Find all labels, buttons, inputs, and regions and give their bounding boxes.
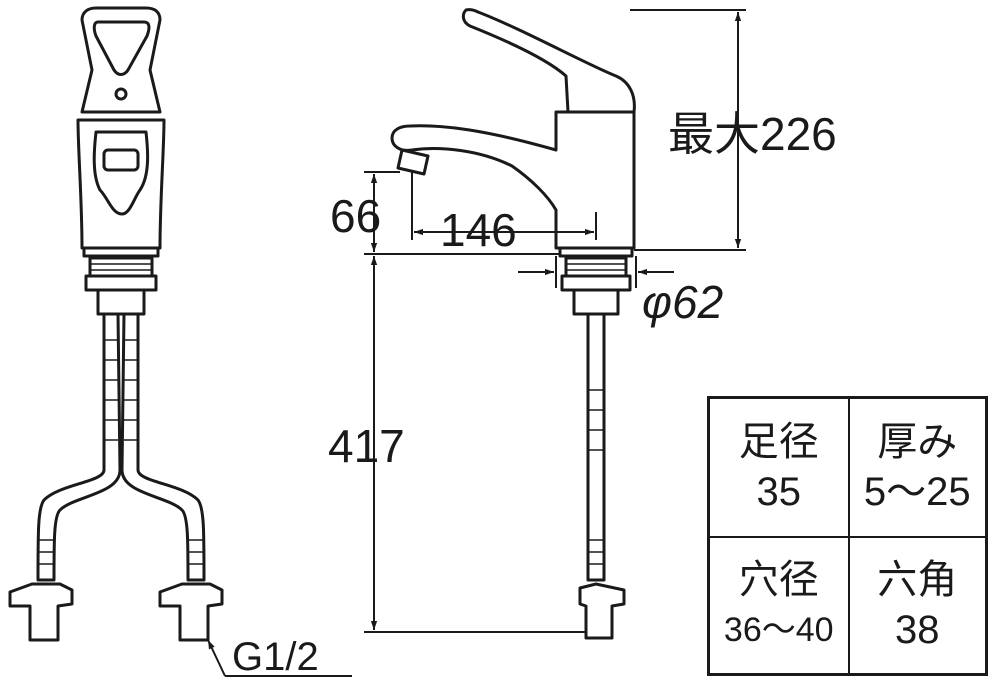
spec-label: 六角 — [877, 556, 958, 603]
side-faucet-body — [390, 110, 636, 250]
thread-size-label: G1/2 — [232, 635, 319, 679]
side-fitting — [578, 582, 626, 640]
spec-value: 38 — [895, 607, 940, 652]
spec-value: 5～25 — [863, 469, 971, 514]
front-shank — [96, 288, 146, 316]
spec-label: 厚み — [877, 418, 958, 465]
front-fitting-right — [158, 582, 224, 642]
front-view: G1/2 — [8, 6, 352, 679]
dimension-lines — [364, 9, 746, 633]
side-base-ring — [558, 246, 634, 258]
max-height-dimension: 最大226 — [668, 108, 837, 160]
total-length-dimension: 417 — [328, 420, 405, 472]
side-hose — [586, 312, 606, 582]
front-lever-hole — [114, 87, 128, 101]
spec-cell-hole-diameter: 穴径 36～40 — [710, 536, 848, 673]
side-lever — [461, 8, 636, 114]
front-base-ring — [82, 246, 160, 258]
front-indicator-button — [102, 148, 140, 172]
spec-value: 35 — [756, 469, 802, 514]
side-shank — [572, 288, 620, 316]
spec-label: 穴径 — [738, 556, 819, 603]
spout-height-dimension: 66 — [330, 190, 381, 242]
base-diameter-dimension: φ62 — [642, 276, 723, 328]
front-washer — [84, 274, 158, 292]
spec-cell-hex: 六角 38 — [847, 536, 985, 673]
spec-label: 足径 — [738, 418, 819, 465]
side-view — [390, 8, 636, 640]
spec-cell-thickness: 厚み 5～25 — [847, 399, 986, 536]
spec-table: 足径 35 厚み 5～25 穴径 36～40 六角 38 — [707, 396, 988, 676]
front-fitting-left — [8, 582, 74, 642]
front-lever-opening — [92, 20, 151, 76]
spout-reach-dimension: 146 — [440, 204, 517, 256]
spec-value: 36～40 — [723, 610, 834, 649]
side-aerator — [396, 148, 430, 176]
side-washer — [560, 274, 632, 292]
spec-cell-foot-diameter: 足径 35 — [710, 399, 848, 536]
